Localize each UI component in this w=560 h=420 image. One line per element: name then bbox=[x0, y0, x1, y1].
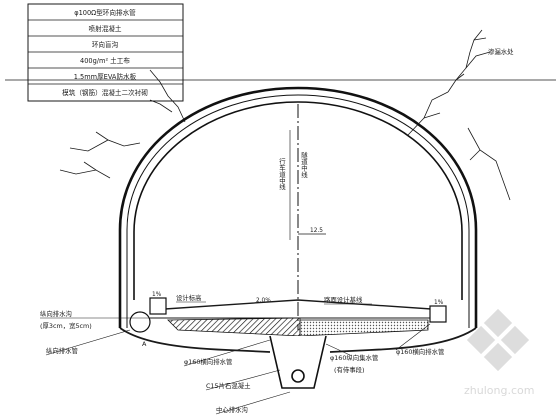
inverted-arch-right bbox=[329, 327, 477, 353]
collect-pipe-label: φ160纵向集水管 bbox=[330, 353, 378, 362]
dim-label: 12.5 bbox=[310, 228, 323, 234]
tunnel-middle-lining bbox=[126, 94, 470, 328]
watermark-text: zhulong.com bbox=[464, 384, 534, 397]
left-curb bbox=[149, 297, 167, 315]
road-surface bbox=[149, 299, 447, 311]
grade-right: 1% bbox=[434, 300, 444, 306]
legend-row-4: 400g/m² 土工布 bbox=[80, 56, 130, 65]
seepage-label: 渗漏水处 bbox=[488, 47, 514, 56]
letter-a: A bbox=[142, 340, 147, 348]
rock-cracks bbox=[59, 29, 511, 201]
tunnel-outer-lining bbox=[118, 86, 478, 328]
trans-pipe-right-label: φ160横向排水管 bbox=[396, 347, 444, 356]
right-curb bbox=[429, 305, 447, 323]
legend-row-5: 1.5mm厚EVA防水板 bbox=[74, 72, 137, 81]
legend-table: φ100Ω型环向排水管 喷射混凝土 环向盲沟 400g/m² 土工布 1.5mm… bbox=[27, 3, 184, 102]
centerline-labels: 行车道中线 隧道中线 bbox=[278, 151, 308, 191]
collect-pipe-sub: (有侍事段) bbox=[334, 365, 365, 374]
side-drain-sub: (厚3cm，宽5cm) bbox=[40, 321, 92, 330]
centerline-label-b: 隧道中线 bbox=[300, 151, 308, 178]
legend-row-3: 环向盲沟 bbox=[92, 40, 119, 49]
center-ditch-outline bbox=[269, 335, 327, 389]
left-drain-pipe bbox=[129, 311, 151, 333]
legend-row-2: 喷射混凝土 bbox=[89, 24, 122, 33]
legend-row-1: φ100Ω型环向排水管 bbox=[74, 8, 136, 17]
base-layer-hatched bbox=[167, 317, 301, 337]
inverted-arch bbox=[119, 327, 271, 353]
center-ditch-pipe bbox=[291, 369, 305, 383]
legend-row-6: 模筑（钢筋）混凝土二次衬砌 bbox=[62, 88, 148, 97]
c15-label: C15片石混凝土 bbox=[206, 381, 251, 390]
trans-pipe-label: φ160横向排水管 bbox=[184, 357, 232, 366]
grade-left: 1% bbox=[152, 292, 162, 298]
centerline-label-a: 行车道中线 bbox=[278, 157, 286, 191]
slope-label: 2.0% bbox=[256, 298, 271, 304]
tunnel-inner-lining bbox=[133, 101, 463, 300]
base-layer-fill bbox=[299, 319, 429, 337]
side-drain-label: 纵向排水沟 bbox=[40, 309, 72, 318]
watermark: zhulong.com bbox=[464, 308, 534, 397]
road-edge-label: 路面设计基线 bbox=[324, 295, 363, 304]
design-elev-label: 设计标高 bbox=[176, 293, 202, 302]
